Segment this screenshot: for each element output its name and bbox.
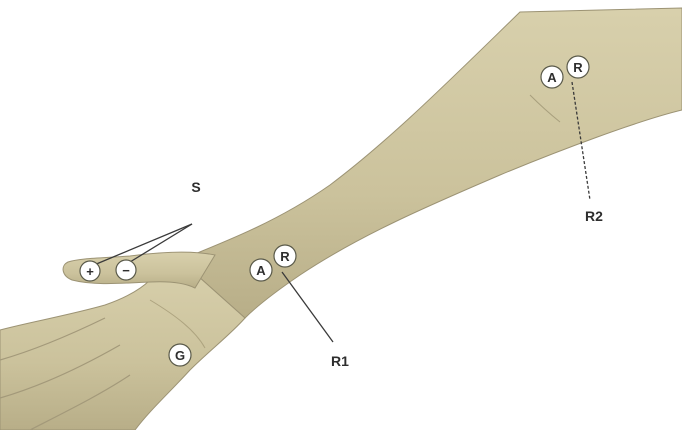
distal-active-electrode: A [250,259,272,281]
ground-electrode: G [169,344,191,366]
distal-active-label: A [256,263,266,278]
proximal-active-label: A [547,70,557,85]
recording-1-label: R1 [331,353,349,369]
proximal-active-electrode: A [541,66,563,88]
proximal-reference-electrode: R [567,56,589,78]
negative-electrode-label: − [122,263,130,278]
negative-electrode: − [116,260,136,280]
positive-electrode-label: + [86,264,94,279]
distal-reference-electrode: R [274,245,296,267]
proximal-reference-label: R [573,60,583,75]
hand-shape [0,260,245,430]
ground-electrode-label: G [175,348,185,363]
positive-electrode: + [80,261,100,281]
recording-lead-r1 [282,272,333,342]
stimulator-label: S [191,179,200,195]
distal-reference-label: R [280,249,290,264]
recording-2-label: R2 [585,208,603,224]
